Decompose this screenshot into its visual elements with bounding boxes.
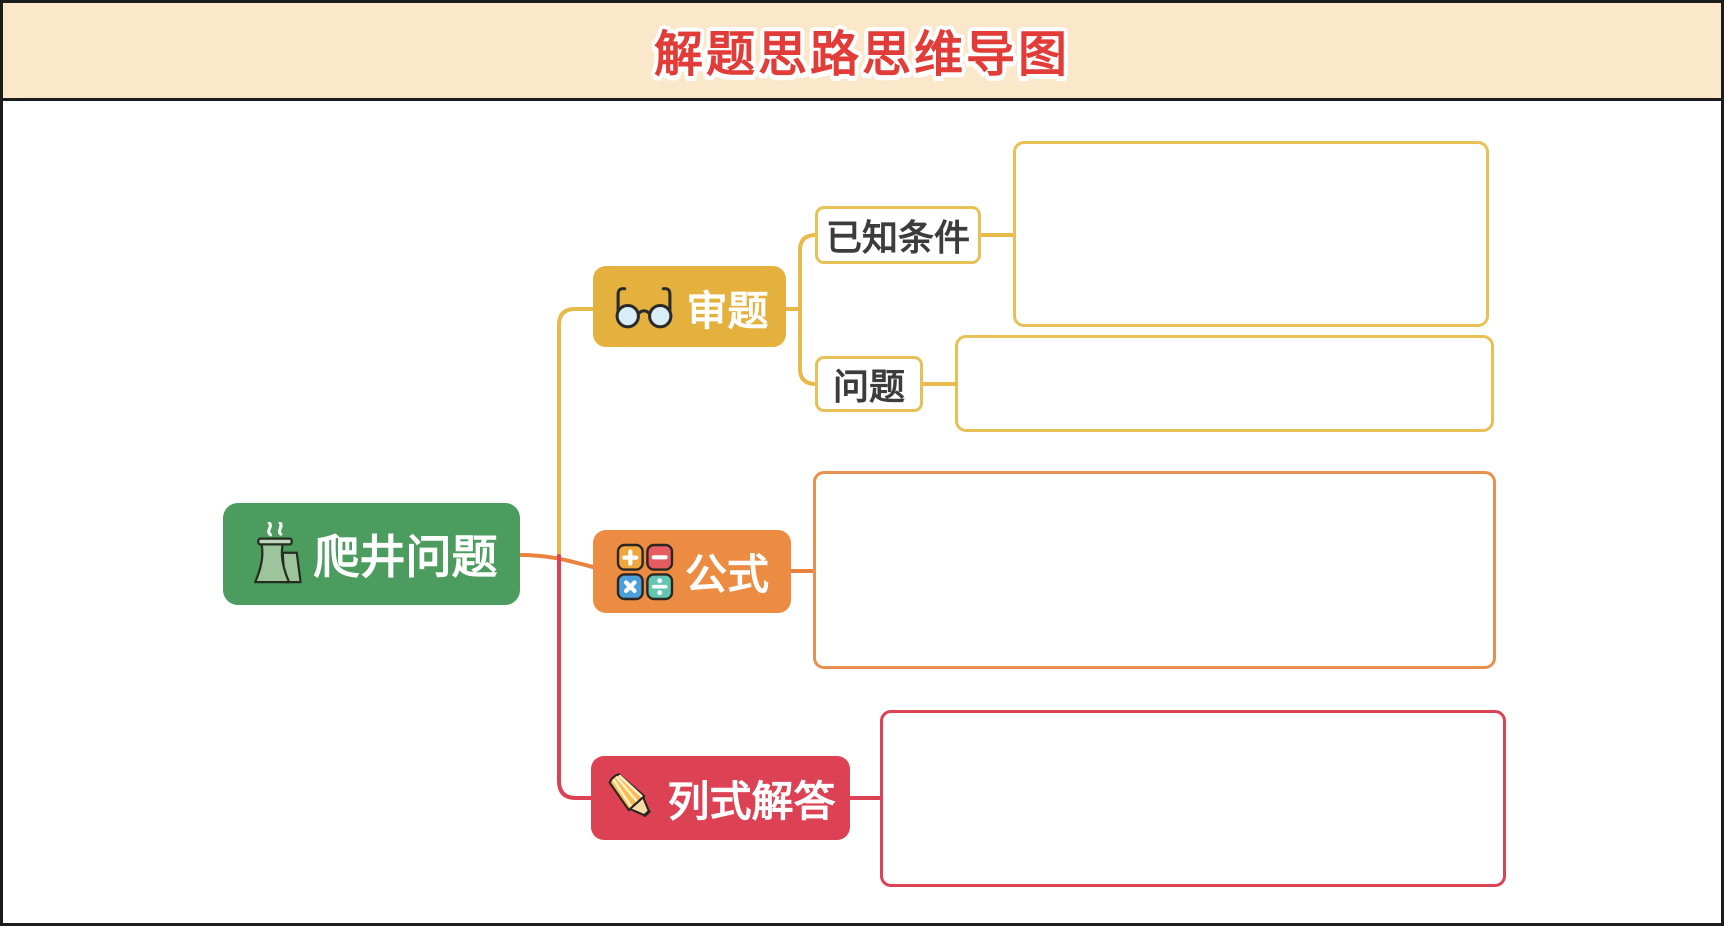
connector-root-gongshi bbox=[518, 553, 595, 569]
branch-node-write-and-solve: 列式解答 bbox=[591, 756, 850, 840]
connector-root-shenti bbox=[557, 307, 595, 557]
leaf-node-label: 已知条件 bbox=[825, 217, 970, 258]
connector-lines bbox=[518, 233, 1015, 800]
branch-node-examine-question: 审题 bbox=[593, 266, 786, 347]
connector-shenti-yizhi bbox=[798, 233, 818, 311]
leaf-node-label: 问题 bbox=[832, 366, 905, 407]
glasses-icon bbox=[611, 284, 677, 330]
highlighter-icon bbox=[605, 764, 657, 832]
branch-node-formula: 公式 bbox=[593, 530, 791, 613]
leaf-node-known-conditions: 已知条件 bbox=[815, 206, 981, 264]
connector-root-lieshi bbox=[557, 554, 593, 800]
connector-shenti-wenti bbox=[798, 307, 818, 386]
branch-node-label: 列式解答 bbox=[667, 777, 836, 825]
page-title: 解题思路思维导图 bbox=[653, 28, 1070, 82]
branch-node-label: 审题 bbox=[686, 287, 769, 334]
note-box-write-and-solve bbox=[880, 710, 1506, 887]
note-box-question bbox=[955, 335, 1494, 432]
root-node-climbing-well: 爬井问题 bbox=[223, 503, 520, 605]
note-box-formula bbox=[813, 471, 1496, 669]
branch-node-label: 公式 bbox=[684, 551, 769, 598]
calculator-icon bbox=[615, 542, 675, 602]
note-box-known-conditions bbox=[1013, 141, 1489, 327]
root-node-label: 爬井问题 bbox=[313, 531, 498, 583]
well-icon bbox=[246, 522, 304, 586]
leaf-node-question: 问题 bbox=[815, 356, 923, 412]
title-bar: 解题思路思维导图 bbox=[3, 3, 1721, 101]
